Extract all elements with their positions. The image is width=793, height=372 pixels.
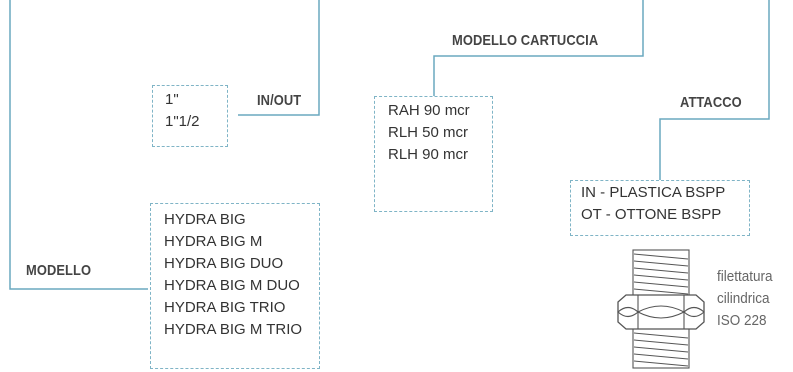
- cartuccia-options-box: RAH 90 mcr RLH 50 mcr RLH 90 mcr: [374, 96, 493, 212]
- modello-options-box: HYDRA BIG HYDRA BIG M HYDRA BIG DUO HYDR…: [150, 203, 320, 369]
- label-modello: MODELLO: [26, 262, 92, 279]
- thread-note: filettatura cilindrica ISO 228: [717, 266, 773, 332]
- modello-option: HYDRA BIG M: [164, 233, 263, 250]
- thread-note-line: ISO 228: [717, 312, 767, 329]
- modello-option: HYDRA BIG M DUO: [164, 277, 300, 294]
- label-modello-cartuccia: MODELLO CARTUCCIA: [452, 32, 599, 49]
- modello-connector: [9, 0, 148, 290]
- cartuccia-option: RLH 90 mcr: [388, 146, 469, 163]
- attacco-option: OT - OTTONE BSPP: [581, 206, 722, 223]
- label-in-out: IN/OUT: [257, 92, 302, 109]
- thread-note-line: cilindrica: [717, 290, 770, 307]
- thread-note-line: filettatura: [717, 268, 773, 285]
- inout-connector: [238, 0, 320, 116]
- threaded-fitting-icon: [617, 249, 705, 369]
- modello-option: HYDRA BIG TRIO: [164, 299, 286, 316]
- attacco-option: IN - PLASTICA BSPP: [581, 184, 726, 201]
- cartuccia-option: RAH 90 mcr: [388, 102, 470, 119]
- cartuccia-connector: [433, 0, 644, 96]
- label-attacco: ATTACCO: [680, 94, 742, 111]
- modello-option: HYDRA BIG DUO: [164, 255, 284, 272]
- attacco-options-box: IN - PLASTICA BSPP OT - OTTONE BSPP: [570, 180, 750, 236]
- inout-option: 1"1/2: [165, 113, 200, 130]
- modello-option: HYDRA BIG: [164, 211, 246, 228]
- inout-option: 1": [165, 91, 179, 108]
- inout-options-box: 1" 1"1/2: [152, 85, 228, 147]
- attacco-connector: [659, 0, 770, 180]
- cartuccia-option: RLH 50 mcr: [388, 124, 469, 141]
- modello-option: HYDRA BIG M TRIO: [164, 321, 303, 338]
